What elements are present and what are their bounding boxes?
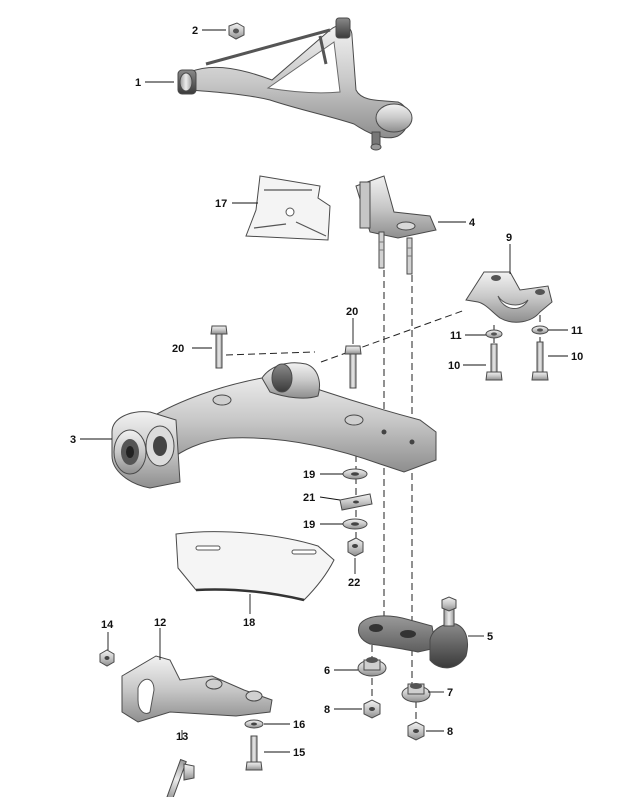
- callout-9: 9: [506, 232, 512, 244]
- callout-5: 5: [487, 631, 493, 643]
- callout-21: 21: [303, 492, 315, 504]
- callout-20-right: 20: [346, 306, 358, 318]
- callout-19-bottom: 19: [303, 519, 315, 531]
- callout-8-left: 8: [324, 704, 330, 716]
- spacer-parts: [339, 468, 373, 557]
- shield-plate: [245, 175, 331, 241]
- callout-14: 14: [101, 619, 114, 631]
- callout-8-right: 8: [447, 726, 453, 738]
- lower-control-arm: [111, 362, 437, 489]
- callout-18: 18: [243, 617, 255, 629]
- callout-3: 3: [70, 434, 76, 446]
- callout-20-left: 20: [172, 343, 184, 355]
- callout-11-right: 11: [571, 325, 583, 337]
- support-bracket: [99, 649, 273, 797]
- nut-2: [228, 22, 245, 40]
- callout-17: 17: [215, 198, 227, 210]
- bolts-20: [210, 325, 362, 389]
- callout-4: 4: [469, 217, 476, 229]
- callout-13: 13: [176, 731, 188, 743]
- callout-10-left: 10: [448, 360, 460, 372]
- stabilizer-bracket: [465, 271, 553, 323]
- bushings-nuts: [357, 657, 431, 741]
- upper-control-arm: [177, 17, 413, 151]
- ball-joint: [357, 596, 469, 669]
- leader-lines: [80, 29, 568, 753]
- callout-7: 7: [447, 687, 453, 699]
- callout-12: 12: [154, 617, 166, 629]
- mounting-bracket: [355, 175, 437, 275]
- callout-16: 16: [293, 719, 305, 731]
- callout-11-left: 11: [450, 330, 462, 342]
- callout-2: 2: [192, 25, 198, 37]
- washers-bolts-right: [485, 325, 549, 381]
- lower-shield: [175, 531, 335, 602]
- callout-10-right: 10: [571, 351, 583, 363]
- callout-22: 22: [348, 577, 360, 589]
- callouts: 1 2 3 4 5 6 7 8 8 9 10 10 11 11 12 13 14…: [70, 25, 583, 759]
- callout-6: 6: [324, 665, 330, 677]
- callout-1: 1: [135, 77, 141, 89]
- callout-15: 15: [293, 747, 305, 759]
- callout-19-top: 19: [303, 469, 315, 481]
